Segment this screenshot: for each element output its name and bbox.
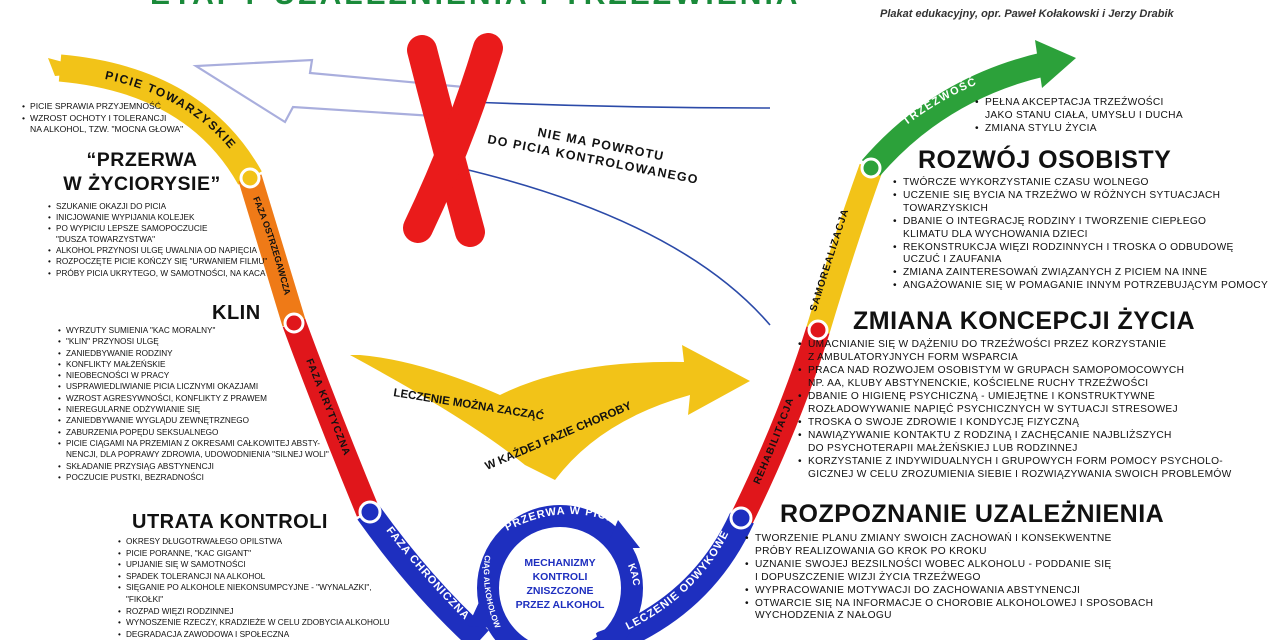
heading-rozpoznanie: ROZPOZNANIE UZALEŻNIENIA [780,500,1165,528]
self-realization-path [806,163,883,334]
dot-rozpoznanie [729,506,753,530]
list-item: DBANIE O HIGIENĘ PSYCHICZNĄ - UMIEJĘTNE … [798,391,1268,417]
list-item: SZUKANIE OKAZJI DO PICIA [48,201,288,212]
heading-przerwa: “PRZERWA W ŻYCIORYSIE” [63,149,221,195]
list-item: ALKOHOL PRZYNOSI ULGĘ UWALNIA OD NAPIĘCI… [48,245,288,256]
heading-rozwoj: ROZWÓJ OSOBISTY [918,146,1172,174]
cycle-center-disc [502,530,618,640]
list-item: PICIE SPRAWIA PRZYJEMNOŚĆ [22,101,222,113]
list-item: ZMIANA ZAINTERESOWAŃ ZWIĄZANYCH Z PICIEM… [893,267,1273,280]
chronic-phase-path [357,504,489,640]
list-item: PO WYPICIU LEPSZE SAMOPOCZUCIE "DUSZA TO… [48,223,288,245]
cycle-arrow-right [606,520,640,548]
list-item: PICIE PORANNE, "KAC GIGANT" [118,548,408,560]
list-item: DBANIE O INTEGRACJĘ RODZINY I TWORZENIE … [893,216,1273,242]
sobriety-arrow-head [1035,40,1076,88]
sobriety-list: PEŁNA AKCEPTACJA TRZEŹWOŚCI JAKO STANU C… [975,96,1265,135]
dot-rozwoj [860,157,882,179]
cycle-center-line-4: PRZEZ ALKOHOL [516,599,605,611]
cycle-center-line-1: MECHANIZMY [524,557,595,569]
list-item: USPRAWIEDLIWIANIE PICIA LICZNYMI OKAZJAM… [58,381,348,393]
dot-utrata [358,500,382,524]
cycle-center-line-3: ZNISZCZONE [526,585,593,597]
list-item: ANGAŻOWANIE SIĘ W POMAGANIE INNYM POTRZE… [893,280,1273,293]
list-item: ZMIANA STYLU ŻYCIA [975,122,1265,135]
cycle-center-line-2: KONTROLI [533,571,588,583]
red-x-stroke-2 [403,33,503,243]
list-item: PEŁNA AKCEPTACJA TRZEŹWOŚCI JAKO STANU C… [975,96,1265,122]
list-item: "KLIN" PRZYNOSI ULGĘ [58,336,348,348]
sobriety-path [861,52,1048,176]
list-item: UMACNIANIE SIĘ W DĄŻENIU DO TRZEŹWOŚCI P… [798,339,1268,365]
heading-utrata: UTRATA KONTROLI [132,511,328,533]
klin-list: WYRZUTY SUMIENIA "KAC MORALNY""KLIN" PRZ… [58,325,348,483]
list-item: TROSKA O SWOJE ZDROWIE I KONDYCJĘ FIZYCZ… [798,417,1268,430]
list-item: POCZUCIE PUSTKI, BEZRADNOŚCI [58,472,348,484]
list-item: WYPRACOWANIE MOTYWACJI DO ZACHOWANIA ABS… [745,585,1165,598]
zmiana-list: UMACNIANIE SIĘ W DĄŻENIU DO TRZEŹWOŚCI P… [798,339,1268,481]
list-item: UCZENIE SIĘ BYCIA NA TRZEŹWO W RÓŻNYCH S… [893,190,1273,216]
list-item: OTWARCIE SIĘ NA INFORMACJE O CHOROBIE AL… [745,598,1165,624]
social-drinking-list: PICIE SPRAWIA PRZYJEMNOŚĆWZROST OCHOTY I… [22,101,222,136]
cycle-ring [477,505,643,640]
list-item: SPADEK TOLERANCJI NA ALKOHOL [118,571,408,583]
list-item: DEGRADACJA ZAWODOWA I SPOŁECZNA [118,629,408,640]
poster-title: ETAPY UZALEŻNIENIA I TRZEŹWIENIA [150,0,800,12]
list-item: ZABURZENIA POPĘDU SEKSUALNEGO [58,427,348,439]
dot-zmiana [807,319,829,341]
list-item: SIĘGANIE PO ALKOHOLE NIEKONSUMPCYJNE - "… [118,582,408,605]
list-item: KORZYSTANIE Z INDYWIDUALNYCH I GRUPOWYCH… [798,456,1268,482]
list-item: WYRZUTY SUMIENIA "KAC MORALNY" [58,325,348,337]
list-item: KONFLIKTY MAŁŻEŃSKIE [58,359,348,371]
list-item: WYNOSZENIE RZECZY, KRADZIEŻE W CELU ZDOB… [118,617,408,629]
list-item: ZANIEDBYWANIE WYGLĄDU ZEWNĘTRZNEGO [58,415,348,427]
blue-line-lower [459,167,771,326]
list-item: INICJOWANIE WYPIJANIA KOLEJEK [48,212,288,223]
treatment-arrow [350,345,750,480]
list-item: NAWIĄZYWANIE KONTAKTU Z RODZINĄ I ZACHĘC… [798,430,1268,456]
heading-zmiana: ZMIANA KONCEPCJI ŻYCIA [853,307,1196,335]
list-item: UPIJANIE SIĘ W SAMOTNOŚCI [118,559,408,571]
list-item: TWORZENIE PLANU ZMIANY SWOICH ZACHOWAŃ I… [745,533,1165,559]
cycle-arrow-left [468,600,492,628]
list-item: REKONSTRUKCJA WIĘZI RODZINNYCH I TROSKA … [893,242,1273,268]
list-item: SKŁADANIE PRZYSIĄG ABSTYNENCJI [58,461,348,473]
poster-credit: Plakat edukacyjny, opr. Paweł Kołakowski… [880,8,1174,20]
blue-line-upper [469,101,771,109]
heading-klin: KLIN [212,302,261,324]
list-item: ROZPAD WIĘZI RODZINNEJ [118,606,408,618]
rozwoj-list: TWÓRCZE WYKORZYSTANIE CZASU WOLNEGOUCZEN… [893,177,1273,293]
przerwa-list: SZUKANIE OKAZJI DO PICIAINICJOWANIE WYPI… [48,201,288,279]
list-item: WZROST AGRESYWNOŚCI, KONFLIKTY Z PRAWEM [58,393,348,405]
list-item: PRÓBY PICIA UKRYTEGO, W SAMOTNOŚCI, NA K… [48,268,288,279]
dot-przerwa [239,167,261,189]
list-item: WZROST OCHOTY I TOLERANCJI NA ALKOHOL, t… [22,113,222,136]
list-item: ZANIEDBYWANIE RODZINY [58,348,348,360]
list-item: UZNANIE SWOJEJ BEZSILNOŚCI WOBEC ALKOHOL… [745,559,1165,585]
utrata-list: OKRESY DŁUGOTRWAŁEGO OPILSTWAPICIE PORAN… [118,536,408,640]
list-item: NIEOBECNOŚCI W PRACY [58,370,348,382]
list-item: OKRESY DŁUGOTRWAŁEGO OPILSTWA [118,536,408,548]
list-item: ROZPOCZĘTE PICIE KOŃCZY SIĘ "URWANIEM FI… [48,256,288,267]
list-item: PRACA NAD ROZWOJEM OSOBISTYM W GRUPACH S… [798,365,1268,391]
list-item: PICIE CIĄGAMI NA PRZEMIAN Z OKRESAMI CAŁ… [58,438,348,461]
list-item: NIEREGULARNE ODŻYWIANIE SIĘ [58,404,348,416]
rozpoznanie-list: TWORZENIE PLANU ZMIANY SWOICH ZACHOWAŃ I… [745,533,1165,623]
list-item: TWÓRCZE WYKORZYSTANIE CZASU WOLNEGO [893,177,1273,190]
